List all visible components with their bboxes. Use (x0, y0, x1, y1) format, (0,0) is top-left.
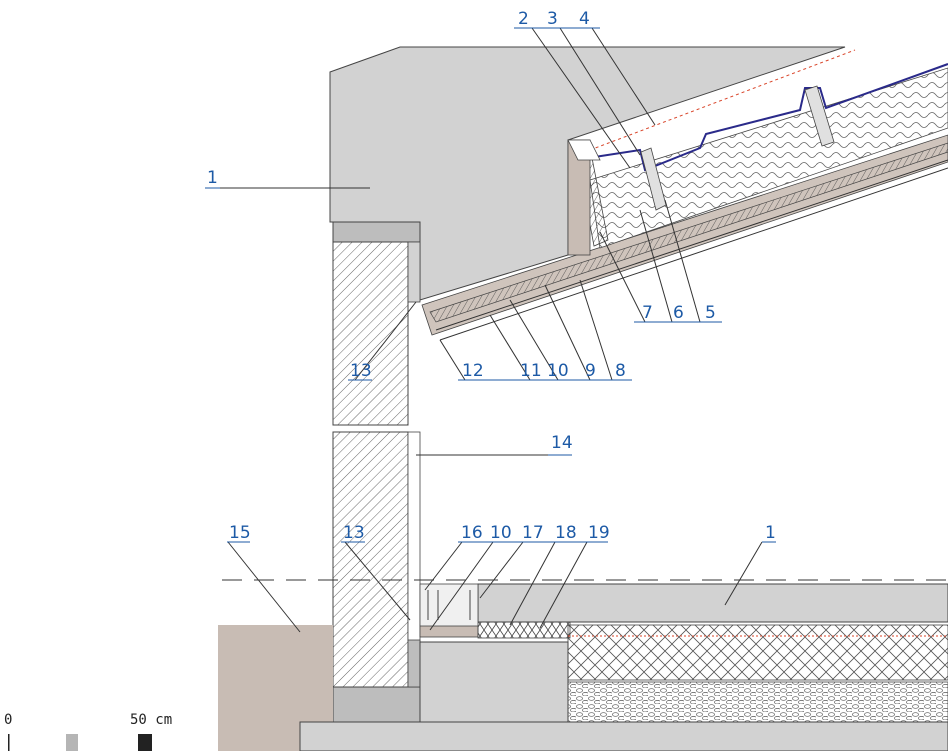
scale-end-label: 50 cm (130, 712, 172, 728)
callout-7: 7 (642, 303, 653, 323)
leader-lines (205, 27, 763, 633)
callout-6: 6 (673, 303, 684, 323)
callout-13-floor: 13 (343, 523, 365, 543)
callout-16: 16 (461, 523, 483, 543)
callout-19: 19 (588, 523, 610, 543)
foundation (299, 641, 948, 751)
callout-8: 8 (615, 361, 626, 381)
roof-buildup (421, 49, 948, 341)
callout-14: 14 (551, 433, 573, 453)
callout-labels: 1 2 3 4 7 6 5 12 11 10 9 8 13 14 15 13 1… (205, 9, 776, 543)
callout-4: 4 (579, 9, 590, 29)
callout-9: 9 (585, 361, 596, 381)
callout-15: 15 (229, 523, 251, 543)
wall-upper (332, 221, 421, 426)
callout-1-top: 1 (207, 168, 218, 188)
callout-2: 2 (518, 9, 529, 29)
callout-13-roof: 13 (350, 361, 372, 381)
soil (218, 625, 333, 751)
callout-11: 11 (520, 361, 542, 381)
wall-lower (332, 431, 421, 723)
scale-bar: 0 50 cm (4, 712, 172, 751)
callout-18: 18 (555, 523, 577, 543)
floor-buildup (419, 583, 948, 723)
callout-10-floor: 10 (490, 523, 512, 543)
callout-12: 12 (462, 361, 484, 381)
callout-3: 3 (547, 9, 558, 29)
callout-17: 17 (522, 523, 544, 543)
callout-5: 5 (705, 303, 716, 323)
callout-1-floor: 1 (765, 523, 776, 543)
callout-10-roof: 10 (547, 361, 569, 381)
scale-start-label: 0 (4, 712, 12, 728)
